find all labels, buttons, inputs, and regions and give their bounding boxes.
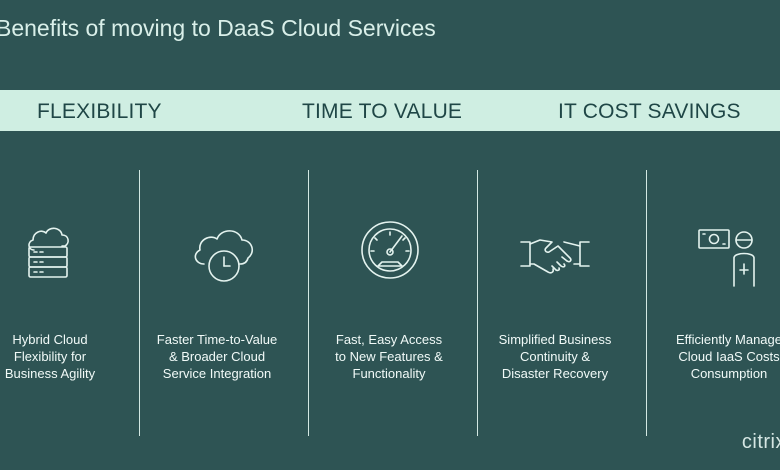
caption-line: Functionality <box>352 366 426 381</box>
cloud-clock-icon <box>190 220 260 286</box>
benefit-caption-iaas-costs: Efficiently Manage Cloud IaaS Costs Cons… <box>649 331 780 382</box>
benefit-caption-easy-access: Fast, Easy Access to New Features & Func… <box>309 331 469 382</box>
caption-line: Business Agility <box>4 366 96 381</box>
caption-line: & Broader Cloud <box>168 349 266 364</box>
caption-line: Disaster Recovery <box>501 366 609 381</box>
benefit-caption-time-to-value: Faster Time-to-Value & Broader Cloud Ser… <box>137 331 297 382</box>
citrix-logo: citrix <box>741 431 780 453</box>
caption-line: Efficiently Manage <box>676 332 780 347</box>
slide-title: Benefits of moving to DaaS Cloud Service… <box>0 15 436 41</box>
benefit-caption-business-continuity: Simplified Business Continuity & Disaste… <box>475 331 635 382</box>
caption-line: Cloud IaaS Costs <box>678 349 780 364</box>
caption-line: Hybrid Cloud <box>12 332 88 347</box>
caption-line: Faster Time-to-Value <box>156 332 278 347</box>
caption-line: Service Integration <box>162 366 272 381</box>
category-banner: FLEXIBILITY TIME TO VALUE IT COST SAVING… <box>0 90 780 131</box>
column-divider <box>646 170 647 436</box>
column-divider <box>139 170 140 436</box>
banner-label-it-cost-savings: IT COST SAVINGS <box>558 100 741 123</box>
money-person-icon <box>696 220 760 290</box>
caption-line: to New Features & <box>335 349 443 364</box>
cloud-server-icon <box>24 220 74 288</box>
caption-line: Consumption <box>690 366 768 381</box>
caption-line: Flexibility for <box>13 349 87 364</box>
handshake-icon <box>518 220 592 280</box>
banner-label-time-to-value: TIME TO VALUE <box>302 100 463 123</box>
benefit-caption-hybrid-cloud: Hybrid Cloud Flexibility for Business Ag… <box>0 331 130 382</box>
column-divider <box>477 170 478 436</box>
banner-label-flexibility: FLEXIBILITY <box>37 100 162 123</box>
speedometer-icon <box>358 220 422 284</box>
caption-line: Simplified Business <box>498 332 612 347</box>
caption-line: Continuity & <box>519 349 591 364</box>
column-divider <box>308 170 309 436</box>
caption-line: Fast, Easy Access <box>335 332 443 347</box>
